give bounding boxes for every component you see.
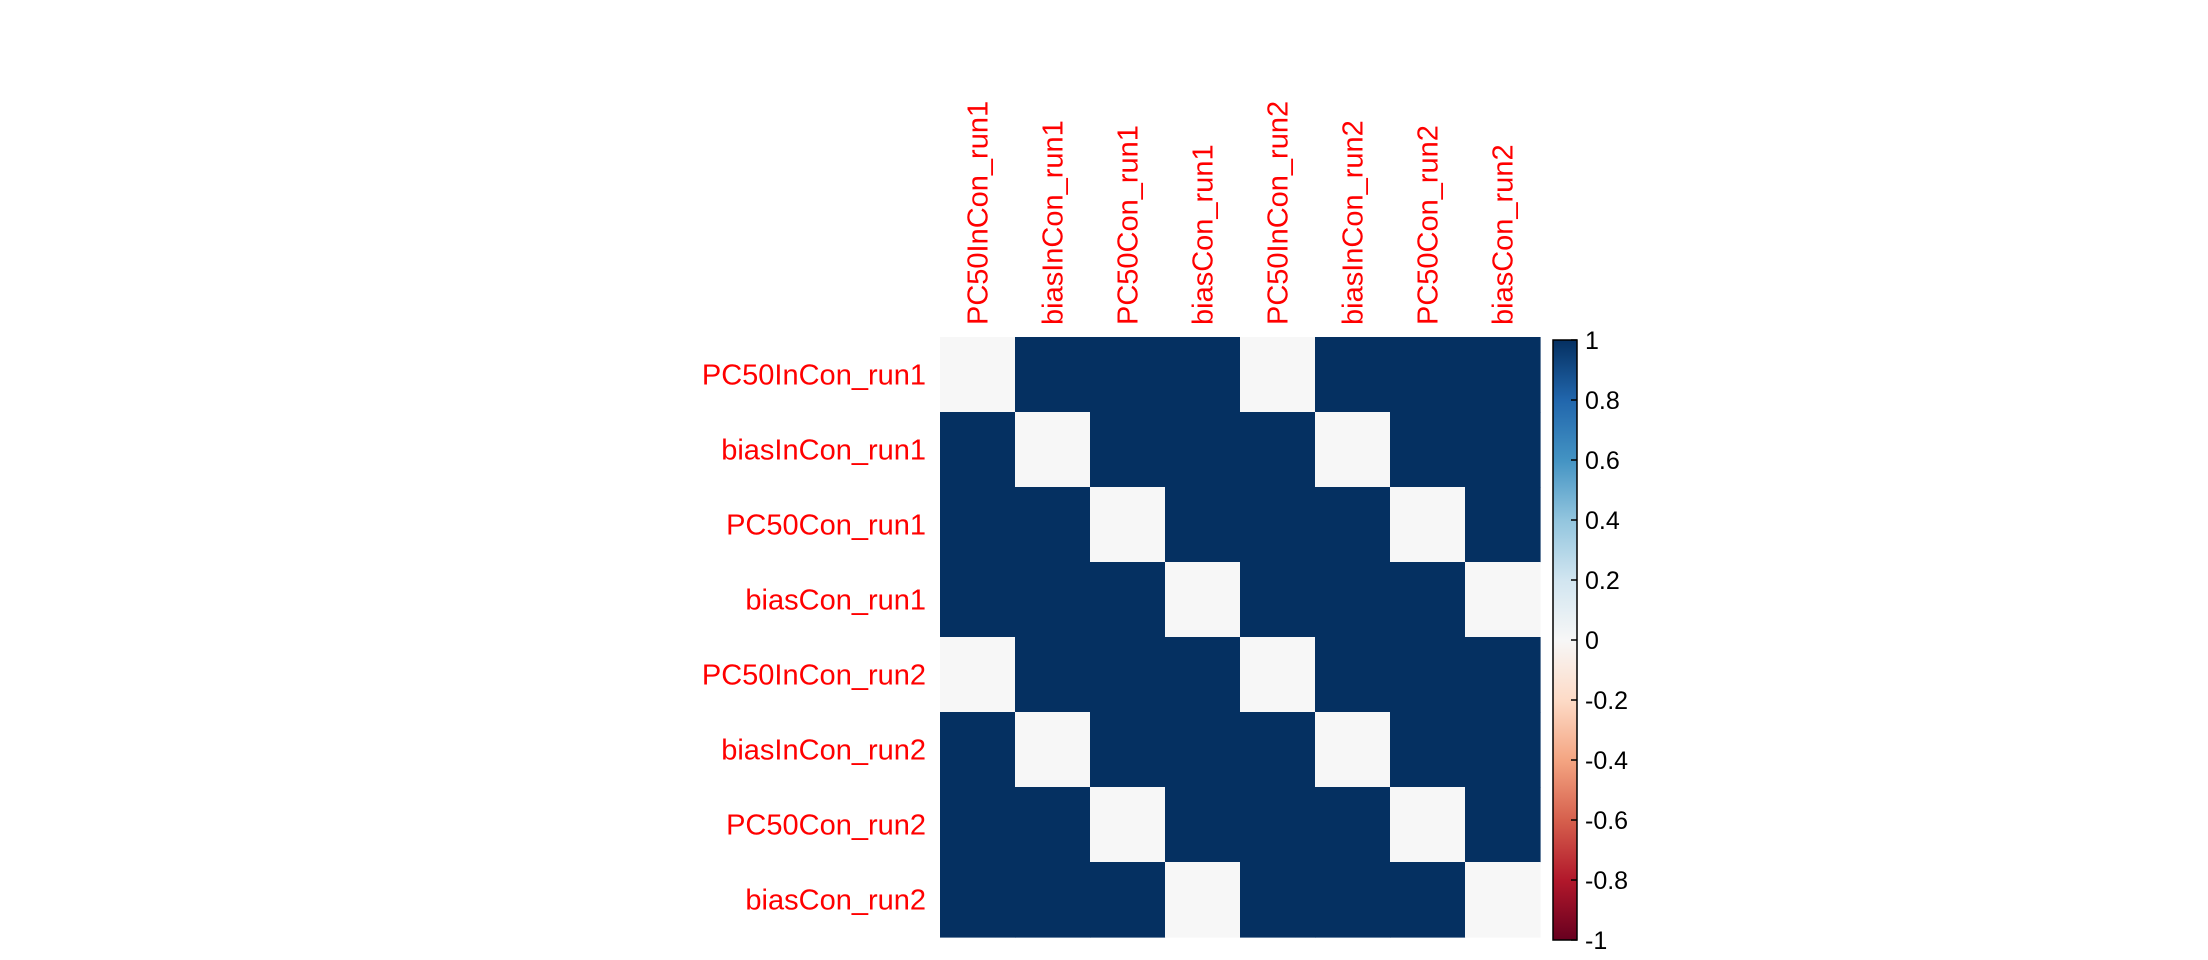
row-labels: PC50InCon_run1 biasInCon_run1PC50Con_run1…	[702, 360, 926, 917]
heatmap-cells	[940, 337, 1541, 938]
heatmap-cell	[1090, 562, 1166, 638]
heatmap-cell	[1465, 862, 1541, 938]
heatmap-cell	[1165, 712, 1241, 788]
heatmap-cell	[1165, 412, 1241, 488]
heatmap-cell	[1015, 562, 1091, 638]
heatmap-cell	[1015, 337, 1091, 413]
heatmap-cell	[1090, 487, 1166, 563]
heatmap-cell	[1240, 862, 1316, 938]
heatmap-cell	[1165, 637, 1241, 713]
row-label: PC50Con_run2	[726, 810, 926, 842]
heatmap-cell	[940, 862, 1016, 938]
heatmap-cell	[1015, 487, 1091, 563]
heatmap-cell	[1165, 862, 1241, 938]
heatmap-cell	[1465, 637, 1541, 713]
colorbar-tick-label: -0.8	[1585, 867, 1628, 895]
colorbar-tick-label: 0	[1585, 627, 1599, 655]
colorbar-tick-label: 0.4	[1585, 507, 1620, 535]
heatmap-cell	[1015, 637, 1091, 713]
colorbar-tick-label: 0.6	[1585, 447, 1620, 475]
column-label: PC50Con_run1	[1113, 125, 1145, 325]
heatmap-cell	[1315, 862, 1391, 938]
heatmap-cell	[1240, 637, 1316, 713]
column-label: biasCon_run2	[1488, 144, 1520, 325]
heatmap-cell	[1240, 787, 1316, 863]
heatmap-cell	[1165, 787, 1241, 863]
heatmap-cell	[1165, 337, 1241, 413]
heatmap-cell	[1465, 787, 1541, 863]
heatmap-cell	[1015, 862, 1091, 938]
heatmap-cell	[940, 487, 1016, 563]
row-label: biasInCon_run2	[721, 735, 926, 767]
heatmap-cell	[1465, 712, 1541, 788]
colorbar-tick-label: -1	[1585, 927, 1607, 955]
colorbar-tick-label: -0.4	[1585, 747, 1628, 775]
heatmap-cell	[1390, 787, 1466, 863]
row-label: biasCon_run2	[745, 885, 926, 917]
row-label: biasCon_run1	[745, 585, 926, 617]
heatmap-cell	[1465, 412, 1541, 488]
row-label: PC50InCon_run2	[702, 660, 926, 692]
heatmap-cell	[1090, 712, 1166, 788]
heatmap-cell	[1315, 412, 1391, 488]
heatmap-cell	[1240, 712, 1316, 788]
heatmap-cell	[1390, 412, 1466, 488]
heatmap-cell	[1390, 862, 1466, 938]
heatmap-cell	[1240, 337, 1316, 413]
heatmap-cell	[1090, 787, 1166, 863]
heatmap-cell	[1390, 487, 1466, 563]
heatmap-cell	[1390, 637, 1466, 713]
heatmap-cell	[1315, 562, 1391, 638]
heatmap-cell	[940, 637, 1016, 713]
heatmap-cell	[1090, 412, 1166, 488]
heatmap-cell	[1390, 337, 1466, 413]
heatmap-cell	[1390, 562, 1466, 638]
heatmap-cell	[940, 337, 1016, 413]
colorbar-tick-label: -0.2	[1585, 687, 1628, 715]
column-label: biasInCon_run1	[1038, 120, 1070, 325]
heatmap-cell	[1315, 787, 1391, 863]
heatmap-cell	[1315, 487, 1391, 563]
colorbar-tick-label: 0.2	[1585, 567, 1620, 595]
colorbar-legend: 1 0.8 0.6 0.4 0.2 0 -0.2 -0.4 -0.6 -0.8 -1	[1552, 327, 1628, 955]
heatmap-cell	[1315, 637, 1391, 713]
heatmap-cell	[1390, 712, 1466, 788]
heatmap-cell	[1090, 637, 1166, 713]
column-label: biasCon_run1	[1188, 144, 1220, 325]
heatmap-cell	[1465, 562, 1541, 638]
heatmap-cell	[1315, 337, 1391, 413]
heatmap-cell	[940, 787, 1016, 863]
heatmap-cell	[1090, 337, 1166, 413]
heatmap-cell	[1015, 412, 1091, 488]
colorbar-tick-label: 1	[1585, 327, 1599, 355]
colorbar-tick-label: 0.8	[1585, 387, 1620, 415]
colorbar-tick-label: -0.6	[1585, 807, 1628, 835]
heatmap-cell	[1240, 487, 1316, 563]
heatmap-cell	[940, 412, 1016, 488]
heatmap-cell	[1015, 712, 1091, 788]
heatmap-cell	[1315, 712, 1391, 788]
row-label: PC50InCon_run1	[702, 360, 926, 392]
row-label: PC50Con_run1	[726, 510, 926, 542]
row-label: biasInCon_run1	[721, 435, 926, 467]
heatmap-cell	[1090, 862, 1166, 938]
heatmap-cell	[1165, 562, 1241, 638]
heatmap-cell	[1465, 487, 1541, 563]
column-label: PC50Con_run2	[1413, 125, 1445, 325]
heatmap-cell	[1165, 487, 1241, 563]
heatmap-cell	[940, 712, 1016, 788]
column-label: biasInCon_run2	[1338, 120, 1370, 325]
heatmap-cell	[1465, 337, 1541, 413]
column-labels: PC50InCon_run1 biasInCon_run1 PC50Con_run1…	[963, 101, 1520, 325]
heatmap-cell	[1015, 787, 1091, 863]
heatmap-cell	[940, 562, 1016, 638]
column-label: PC50InCon_run2	[1263, 101, 1295, 325]
column-label: PC50InCon_run1	[963, 101, 995, 325]
heatmap-cell	[1240, 562, 1316, 638]
heatmap-cell	[1240, 412, 1316, 488]
